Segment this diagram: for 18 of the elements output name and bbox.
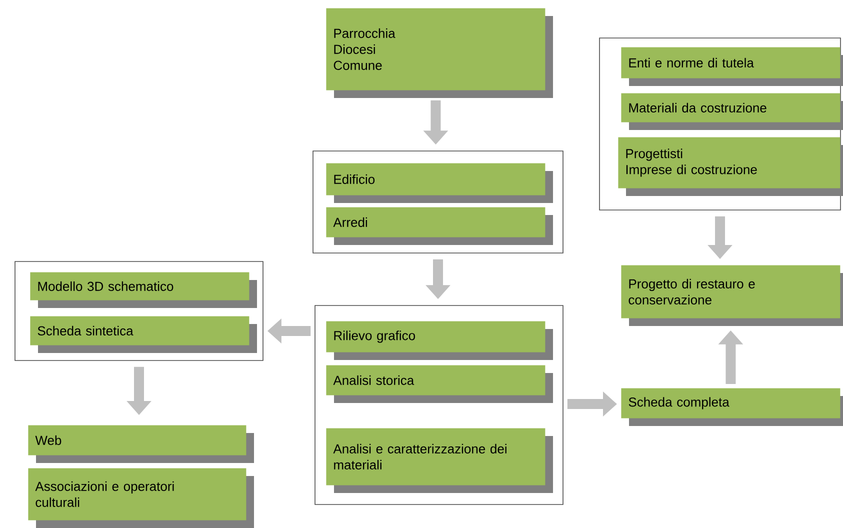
text-box: Scheda completa [621, 388, 843, 426]
text-box: Web [28, 425, 254, 463]
text-box: Edificio [326, 163, 553, 203]
text-box: Materiali da costruzione [621, 93, 843, 130]
group-frame [314, 305, 564, 505]
group-frame [312, 150, 564, 254]
text-box: Arredi [326, 207, 553, 245]
text-box: Scheda sintetica [30, 316, 257, 353]
text-box: Parrocchia Diocesi Comune [326, 8, 553, 98]
text-box: Progetto di restauro e conservazione [621, 265, 843, 326]
text-box: Enti e norme di tutela [621, 47, 843, 86]
text-box: Associazioni e operatori culturali [28, 468, 254, 528]
text-box: Rilievo grafico [326, 321, 553, 360]
text-box: Modello 3D schematico [30, 272, 257, 308]
text-box: Analisi e caratterizzazione dei materiali [326, 428, 553, 493]
text-box: Progettisti Imprese di costruzione [618, 137, 843, 196]
text-box: Analisi storica [326, 365, 553, 403]
group-frame [14, 261, 264, 361]
